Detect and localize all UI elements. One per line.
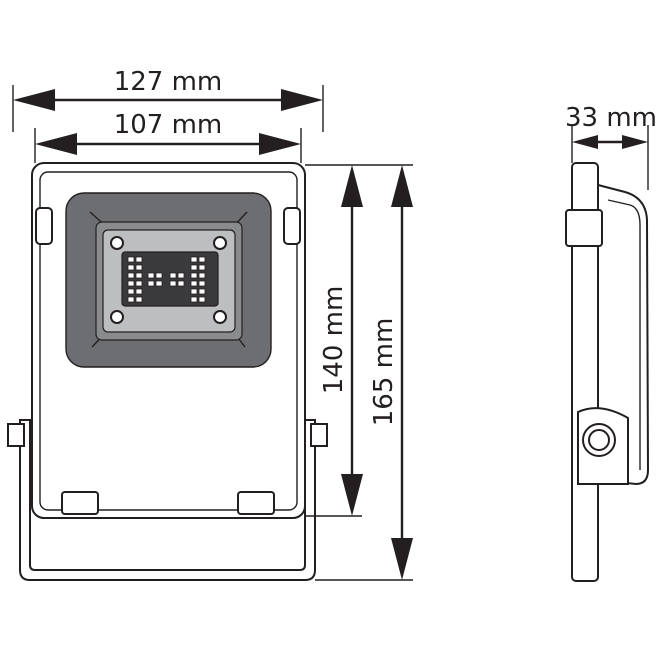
led-chip (135, 288, 143, 295)
clip-right (283, 207, 301, 245)
housing-inner-frame (39, 171, 298, 511)
side-view (565, 162, 650, 582)
led-chip (198, 272, 206, 279)
dimension-inner-width: 107 mm (34, 110, 302, 163)
led-chip (190, 256, 198, 263)
led-chips (127, 256, 206, 303)
led-chip (198, 264, 206, 271)
led-chip (198, 256, 206, 263)
side-housing-inner (607, 199, 641, 470)
dimension-inner-width-label: 107 mm (114, 110, 223, 140)
dimension-total-height-label: 165 mm (369, 318, 399, 427)
led-chip (127, 256, 135, 263)
led-chip (198, 296, 206, 303)
dimension-outer-width: 127 mm (12, 67, 324, 132)
led-chip (190, 296, 198, 303)
led-chip (177, 272, 185, 279)
side-housing-profile (597, 183, 650, 486)
led-chip (190, 264, 198, 271)
led-chip (127, 272, 135, 279)
side-clip (565, 209, 603, 247)
led-chip (127, 288, 135, 295)
screw-bottom-left (110, 310, 124, 324)
clip-left (35, 207, 53, 245)
led-chip (169, 272, 177, 279)
led-chip (127, 264, 135, 271)
led-chip (155, 272, 163, 279)
foot-right (237, 491, 275, 515)
led-chip (190, 280, 198, 287)
dimension-depth-label: 33 mm (565, 103, 657, 133)
reflector-facets (89, 211, 248, 348)
dimension-outer-width-label: 127 mm (114, 67, 223, 97)
led-chip (198, 288, 206, 295)
bracket-knob-right (310, 423, 328, 447)
led-chip (135, 256, 143, 263)
led-chip (127, 280, 135, 287)
led-chip (177, 280, 185, 287)
led-chip (135, 280, 143, 287)
led-chip (190, 272, 198, 279)
dimension-housing-height-label: 140 mm (319, 286, 349, 395)
led-chip (135, 296, 143, 303)
screw-bottom-right (213, 310, 227, 324)
foot-left (61, 491, 99, 515)
led-chip (127, 296, 135, 303)
led-chip (135, 264, 143, 271)
screw-top-right (213, 236, 227, 250)
bracket-knob-left (7, 423, 25, 447)
led-chip (135, 272, 143, 279)
side-pivot-knob-inner (588, 429, 610, 451)
led-chip (198, 280, 206, 287)
screw-top-left (110, 236, 124, 250)
front-view (7, 162, 328, 581)
led-chip (155, 280, 163, 287)
dimension-depth: 33 mm (565, 103, 657, 190)
led-chip (147, 272, 155, 279)
dimension-total-height: 165 mm (315, 165, 413, 581)
led-chip (147, 280, 155, 287)
led-chip (190, 288, 198, 295)
dimension-housing-height: 140 mm (305, 164, 413, 517)
led-chip (169, 280, 177, 287)
